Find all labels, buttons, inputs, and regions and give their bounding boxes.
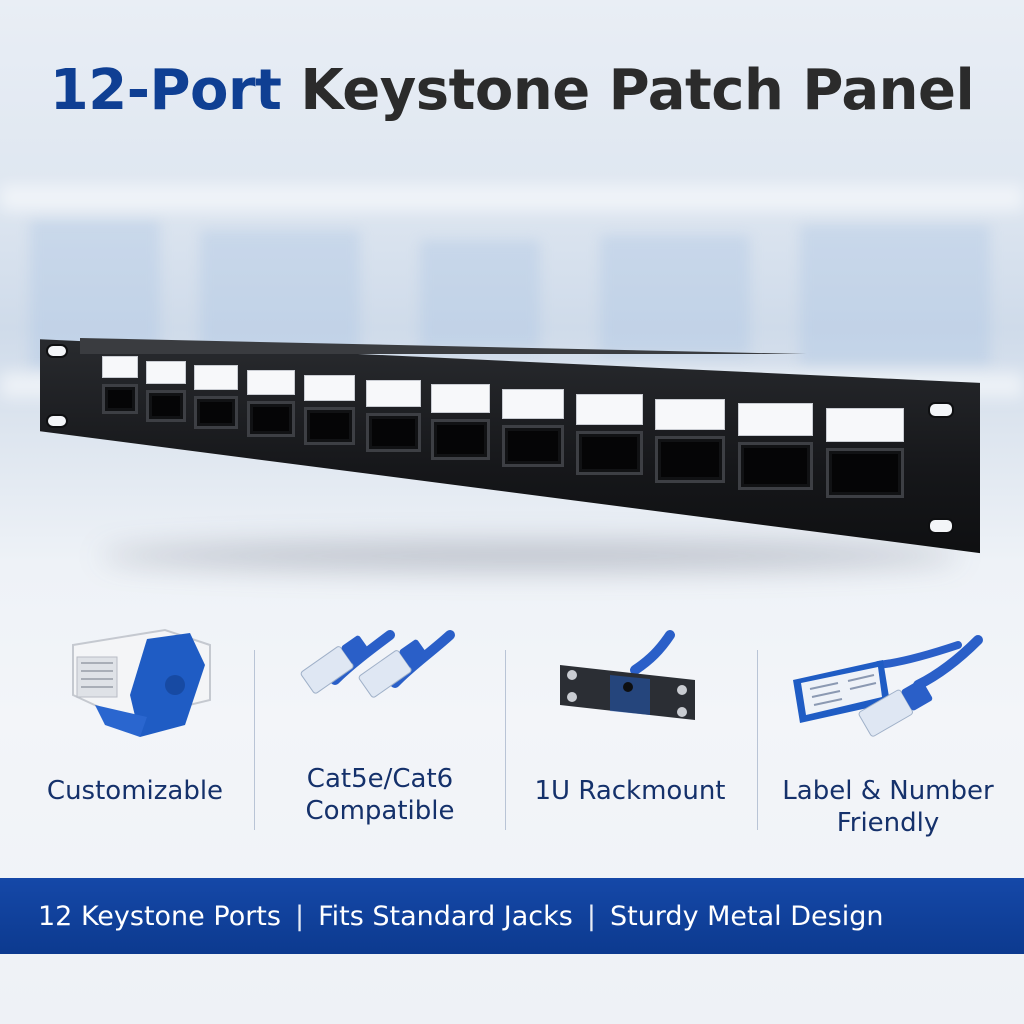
banner-item-design: Sturdy Metal Design (609, 900, 884, 932)
keystone-port (826, 408, 904, 498)
port-socket (247, 401, 295, 437)
divider-3 (757, 650, 758, 830)
feature-compatible: Cat5e/Cat6 Compatible (260, 625, 500, 845)
feature-label-line1: Cat5e/Cat6 (306, 764, 454, 794)
keystone-port (102, 356, 138, 414)
title-accent: 12-Port (49, 58, 282, 123)
port-label-strip (102, 356, 138, 378)
banner-item-jacks: Fits Standard Jacks (318, 900, 573, 932)
keystone-port (576, 393, 643, 476)
keystone-port (304, 374, 356, 445)
feature-rackmount: 1U Rackmount (510, 625, 750, 845)
port-socket (501, 424, 565, 468)
keystone-port (738, 403, 813, 491)
divider-1 (254, 650, 255, 830)
banner-item-ports: 12 Keystone Ports (38, 900, 281, 932)
feature-customizable: Customizable (15, 625, 255, 845)
port-label-strip (501, 389, 565, 419)
port-label-strip (655, 398, 726, 431)
port-label-strip (194, 365, 238, 390)
port-label-strip (304, 374, 356, 402)
keystone-jack-icon (72, 628, 211, 737)
port-socket (738, 442, 813, 491)
feature-label-line2: Compatible (305, 796, 455, 826)
keystone-port (501, 389, 565, 468)
mount-hole-right-bottom (928, 518, 954, 534)
feature-label-line1: Customizable (46, 776, 224, 806)
port-label-strip (247, 370, 295, 396)
feature-label-line1: 1U Rackmount (534, 776, 726, 806)
port-label-strip (826, 408, 904, 442)
keystone-port (431, 384, 491, 460)
title-rest: Keystone Patch Panel (281, 58, 975, 123)
keystone-port (146, 360, 186, 422)
port-label-strip (431, 384, 491, 413)
cable-label-icon (793, 635, 983, 737)
banner-separator: | (294, 900, 305, 932)
feature-label-friendly: Label & Number Friendly (768, 625, 1008, 845)
mount-hole-left-top (46, 344, 68, 358)
page-title: 12-Port Keystone Patch Panel (0, 58, 1024, 123)
panel-top-edge (80, 338, 950, 354)
divider-2 (505, 650, 506, 830)
port-socket (431, 418, 491, 460)
banner-separator: | (586, 900, 596, 932)
patch-panel-image (40, 330, 980, 570)
port-label-strip (146, 360, 186, 384)
port-socket (146, 389, 186, 422)
mount-hole-left-bottom (46, 414, 68, 428)
feature-banner: 12 Keystone Ports | Fits Standard Jacks … (0, 878, 1024, 954)
port-socket (102, 384, 138, 414)
feature-label-line1: Label & Number (782, 776, 994, 806)
port-label-strip (365, 379, 421, 408)
port-socket (655, 436, 726, 483)
port-socket (576, 430, 643, 476)
mount-hole-right-top (928, 402, 954, 418)
port-label-strip (576, 393, 643, 425)
port-socket (194, 395, 238, 430)
ethernet-cables-icon (300, 630, 455, 698)
keystone-port (655, 398, 726, 483)
keystone-port (194, 365, 238, 430)
port-socket (365, 413, 421, 453)
keystone-port (247, 370, 295, 437)
port-socket (826, 448, 904, 498)
keystone-port (365, 379, 421, 453)
port-label-strip (738, 403, 813, 437)
rackmount-bracket-icon (560, 630, 695, 720)
feature-label-line2: Friendly (836, 808, 940, 838)
port-socket (304, 407, 356, 445)
panel-shadow (100, 542, 960, 570)
